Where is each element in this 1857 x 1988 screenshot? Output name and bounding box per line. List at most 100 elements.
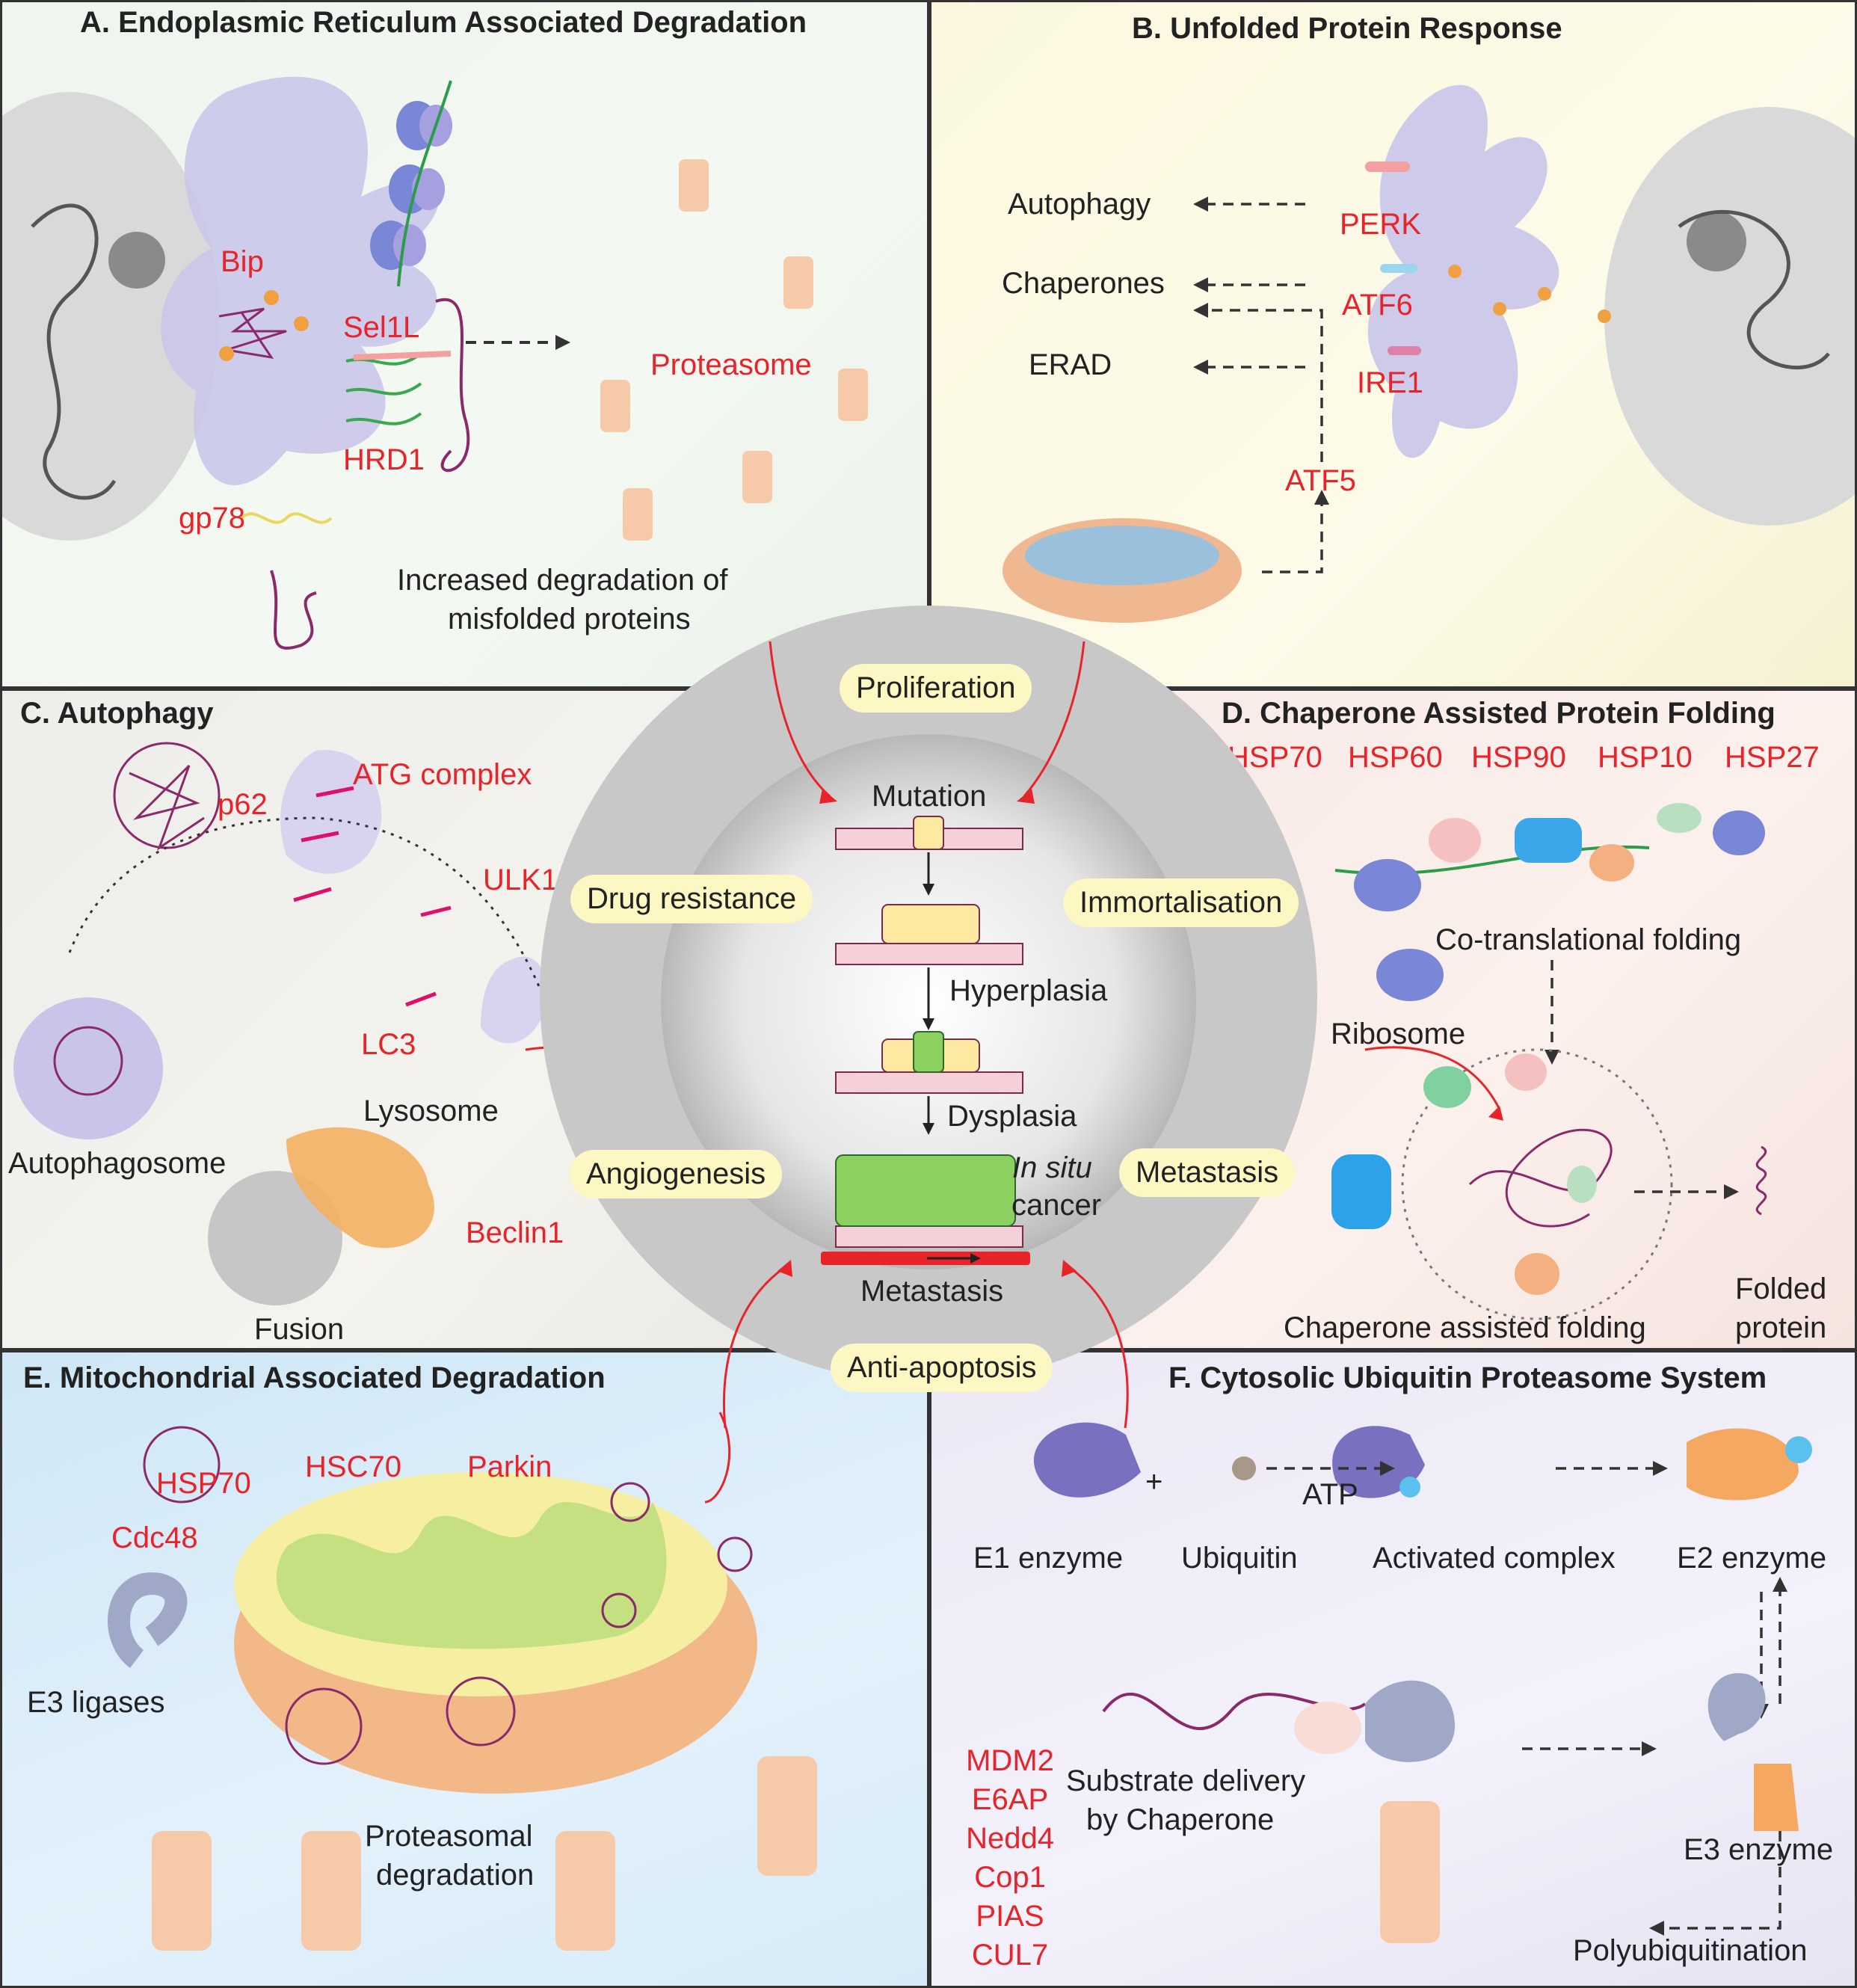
panel-e-title: E. Mitochondrial Associated Degradation (23, 1361, 606, 1394)
cotranslational-label: Co-translational folding (1435, 923, 1742, 956)
hallmark-metastasis: Metastasis (1119, 1148, 1296, 1197)
hsp60-chaperonin (1331, 1154, 1391, 1229)
panel-f-illustration (1033, 1422, 1812, 1943)
lysosome (286, 1127, 434, 1249)
folded-protein-label-line1: Folded (1735, 1272, 1827, 1305)
panel-f-title: F. Cytosolic Ubiquitin Proteasome System (1168, 1361, 1767, 1394)
lysosome-fusion (208, 1171, 342, 1305)
endoplasmic-reticulum (1367, 84, 1559, 458)
stage-in-situ: In situ (1012, 1151, 1092, 1184)
hrd1-label: HRD1 (343, 443, 425, 476)
proteasome-label: Proteasome (650, 348, 812, 381)
ribosome-label: Ribosome (1331, 1018, 1466, 1050)
folded-protein-label-line2: protein (1735, 1311, 1827, 1344)
panel-c-illustration (13, 742, 716, 1305)
substrate-delivery-line2: by Chaperone (1086, 1803, 1275, 1836)
hsp-label-5: HSP27 (1725, 741, 1820, 774)
ulk1-complex (481, 956, 546, 1044)
hsc70-label: HSC70 (305, 1450, 401, 1483)
panel-c-title: C. Autophagy (20, 697, 214, 730)
hsp70-label: HSP70 (156, 1467, 251, 1500)
e2-enzyme-label: E2 enzyme (1677, 1542, 1827, 1575)
panel-a-caption-line2: misfolded proteins (448, 603, 691, 636)
hrd1-complex (345, 298, 470, 473)
ligase-pias: PIAS (976, 1900, 1044, 1933)
atf5-label: ATF5 (1285, 464, 1356, 497)
ligase-cul7: CUL7 (971, 1939, 1049, 1972)
atg-complex-label: ATG complex (353, 758, 532, 791)
chaperones-outcome: Chaperones (1002, 267, 1165, 300)
proteasomal-degradation-line1: Proteasomal (365, 1820, 533, 1853)
unfolded-substrate (1468, 1128, 1613, 1228)
panel-a: A. Endoplasmic Reticulum Associated Degr… (0, 0, 929, 689)
hallmark-angiogenesis: Angiogenesis (570, 1150, 783, 1198)
nucleolus (1687, 212, 1746, 271)
e1-enzyme-label: E1 enzyme (973, 1542, 1124, 1575)
panel-c: C. Autophagy p62 ATG complex ULK1 LC3 Ly… (0, 689, 929, 1350)
panel-b-title: B. Unfolded Protein Response (1132, 12, 1562, 45)
activated-complex (1332, 1426, 1425, 1498)
panel-d-title: D. Chaperone Assisted Protein Folding (1222, 697, 1776, 730)
erad-outcome: ERAD (1029, 348, 1112, 381)
panel-e-illustration (108, 1412, 817, 1951)
panel-e: E. Mitochondrial Associated Degradation … (0, 1350, 929, 1988)
e3-ligase-list: MDM2 E6AP Nedd4 Cop1 PIAS CUL7 (931, 1741, 1088, 1975)
autophagosome (13, 997, 163, 1139)
chaperone-assisted-label: Chaperone assisted folding (1284, 1311, 1646, 1344)
ubiquitin (1232, 1456, 1256, 1480)
cotranslational-complex (1334, 803, 1765, 911)
hsp-label-1: HSP70 (1228, 741, 1322, 774)
hallmark-anti-apoptosis: Anti-apoptosis (831, 1344, 1053, 1392)
ligase-mdm2: MDM2 (966, 1744, 1054, 1777)
hallmark-drug-resistance: Drug resistance (570, 875, 813, 923)
ulk1-label: ULK1 (483, 864, 558, 896)
lc3-label: LC3 (361, 1028, 416, 1061)
atf6-receptor (1380, 264, 1417, 273)
hallmark-proliferation: Proliferation (840, 664, 1032, 713)
folding-cycle (1401, 1048, 1673, 1320)
panel-a-title: A. Endoplasmic Reticulum Associated Degr… (80, 6, 807, 39)
ligase-cop1: Cop1 (974, 1861, 1046, 1894)
ire1-label: IRE1 (1357, 366, 1423, 399)
sel1l-label: Sel1L (343, 311, 420, 344)
ubiquitin-label: Ubiquitin (1181, 1542, 1298, 1575)
e2-enzyme (1687, 1428, 1799, 1501)
upr-pathway-arrows (1266, 1467, 1781, 1930)
ire1-receptor (1388, 346, 1421, 355)
panel-a-illustration (2, 76, 868, 650)
activated-complex-label: Activated complex (1373, 1542, 1616, 1575)
stage-mutation: Mutation (872, 780, 987, 813)
plus-sign: + (1145, 1465, 1163, 1498)
atp-label: ATP (1302, 1478, 1358, 1511)
damaged-proteins (143, 1426, 753, 1765)
perk-label: PERK (1340, 208, 1421, 241)
hsp-label-3: HSP90 (1471, 741, 1566, 774)
proteasomes (152, 1756, 817, 1951)
unfolded-proteins (1448, 265, 1611, 323)
atf6-label: ATF6 (1342, 289, 1413, 321)
nucleus (1604, 107, 1855, 526)
chaperone (1365, 1680, 1455, 1762)
proteasomal-degradation-line2: degradation (376, 1859, 535, 1892)
e3-enzyme-label: E3 enzyme (1684, 1833, 1834, 1866)
ligase-e6ap: E6AP (971, 1783, 1049, 1816)
misfolded-protein-tangle (218, 290, 309, 361)
panel-a-caption-line1: Increased degradation of (397, 564, 728, 597)
panel-f: F. Cytosolic Ubiquitin Proteasome System… (929, 1350, 1857, 1988)
panel-b: B. Unfolded Protein Response Autophagy C… (929, 0, 1857, 689)
gp78-label: gp78 (179, 502, 245, 535)
stage-hyperplasia: Hyperplasia (949, 974, 1108, 1007)
mitochondrion-cristae (276, 1502, 667, 1649)
lysosome-label: Lysosome (363, 1095, 499, 1127)
bip-label: Bip (221, 245, 264, 278)
e3-ligases-label: E3 ligases (27, 1686, 165, 1719)
panel-d: D. Chaperone Assisted Protein Folding HS… (929, 689, 1857, 1350)
parkin-label: Parkin (467, 1450, 552, 1483)
cdc48-label: Cdc48 (111, 1521, 198, 1554)
e3-enzyme-complex (1707, 1672, 1766, 1741)
stage-cancer: cancer (1011, 1189, 1102, 1222)
e3-ligase (108, 1572, 188, 1668)
gp78-complex (240, 512, 333, 650)
hallmark-immortalisation: Immortalisation (1063, 878, 1299, 927)
hsp-label-4: HSP10 (1598, 741, 1693, 774)
